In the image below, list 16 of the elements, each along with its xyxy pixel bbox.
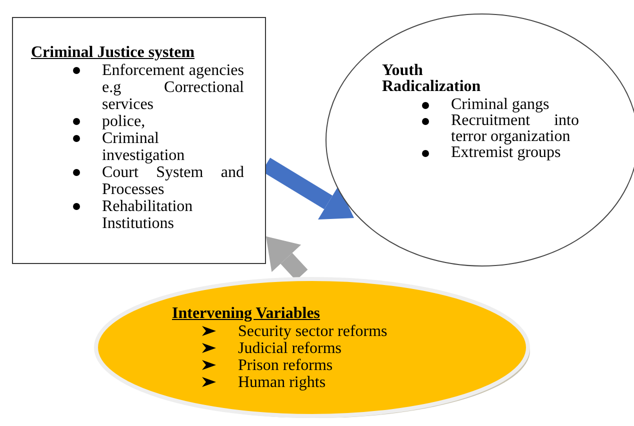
list-item: Extremist groups [451, 145, 561, 161]
list-item: Criminal investigation [102, 130, 186, 164]
list-item: Criminal gangs [451, 97, 550, 113]
list-item: Security sector reforms [238, 323, 388, 340]
heading: Intervening Variables [172, 305, 322, 323]
heading: Criminal Justice system [31, 44, 196, 61]
list-item: Rehabilitation Institutions [102, 198, 194, 232]
list-item: Judicial reforms [238, 340, 343, 357]
list-item: Human rights [238, 374, 327, 391]
list-item: Recruitment into terror organization [451, 113, 579, 145]
list-item: Prison reforms [238, 357, 334, 374]
text-box [12, 17, 266, 264]
heading: Youth Radicalization [382, 63, 482, 95]
oval-node [92, 275, 532, 420]
list-item: police, [102, 113, 146, 130]
list-item: Court System and Processes [102, 164, 244, 198]
